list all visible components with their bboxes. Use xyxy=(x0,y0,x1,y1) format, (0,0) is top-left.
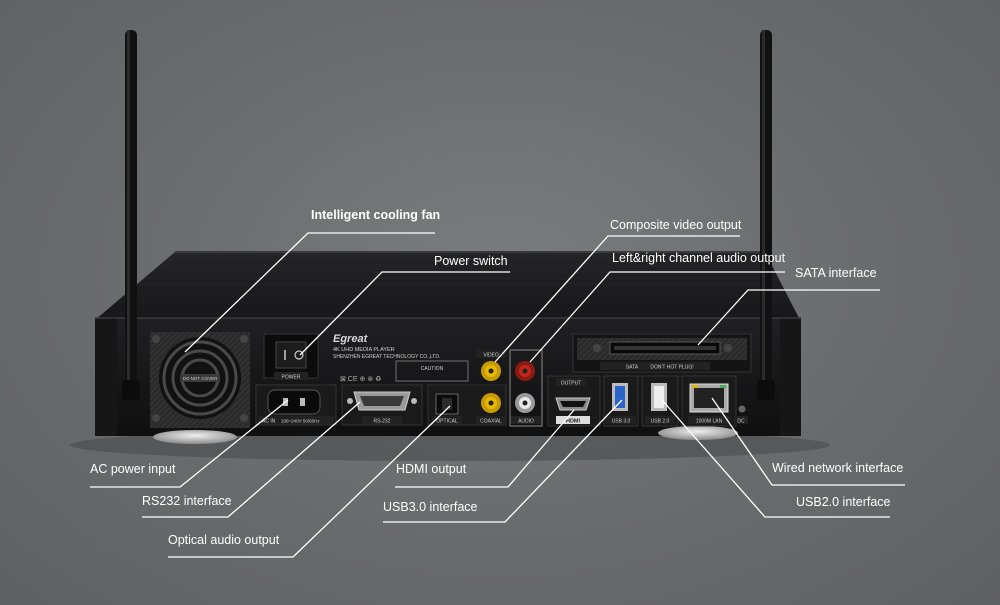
label-wired-network: Wired network interface xyxy=(772,461,904,475)
video-label: VIDEO xyxy=(483,353,499,359)
ac-in-label: AC IN xyxy=(262,419,276,425)
hdmi-port: OUTPUT HDMI xyxy=(547,375,601,427)
leader-cooling-fan xyxy=(184,232,435,353)
power-switch: POWER xyxy=(263,333,319,381)
lan-port: 1000M LAN xyxy=(681,375,737,427)
brand-name: Egreat xyxy=(333,333,369,345)
label-lr-audio: Left&right channel audio output xyxy=(612,251,786,265)
svg-text:⊠ CE ⊕ ⊛ ♻: ⊠ CE ⊕ ⊛ ♻ xyxy=(340,376,381,383)
leader-optical xyxy=(168,405,451,558)
audio-label: AUDIO xyxy=(518,419,534,425)
label-optical-audio: Optical audio output xyxy=(168,533,280,547)
leader-rs232 xyxy=(142,401,361,518)
leader-hdmi xyxy=(395,409,575,488)
leader-lines xyxy=(90,232,905,558)
leader-usb20 xyxy=(661,399,890,518)
antenna-left xyxy=(122,30,140,400)
leader-sata xyxy=(697,289,880,346)
leader-power-switch xyxy=(299,271,510,356)
voltage-label: 100~240V 50/60Hz xyxy=(281,419,320,424)
ac-power-input: AC IN 100~240V 50/60Hz xyxy=(255,384,337,426)
caution-label: CAUTION xyxy=(421,366,444,372)
usb20-port: USB 2.0 xyxy=(641,375,679,427)
antenna-right xyxy=(757,30,775,400)
maker-name: SHENZHEN EGREAT TECHNOLOGY CO.,LTD. xyxy=(333,354,440,360)
sata-label: SATA xyxy=(626,365,639,371)
sata-port: SATA DON'T HOT PLUG! xyxy=(572,333,752,373)
leader-usb30 xyxy=(383,399,623,523)
label-sata: SATA interface xyxy=(795,266,877,280)
rs232-label: RS-232 xyxy=(374,419,391,425)
hdmi-label: HDMI xyxy=(566,419,581,425)
leader-wired-network xyxy=(711,397,905,486)
fan-note: DO NOT COVER xyxy=(183,376,218,381)
optical-coaxial-ports: OPTICAL COAXIAL xyxy=(427,384,507,426)
power-label: POWER xyxy=(282,375,301,381)
label-usb20: USB2.0 interface xyxy=(796,495,891,509)
label-rs232: RS232 interface xyxy=(142,494,232,508)
label-composite-video: Composite video output xyxy=(610,218,742,232)
leader-lr-audio xyxy=(529,271,785,363)
branding: Egreat 4K UHD MEDIA PLAYER SHENZHEN EGRE… xyxy=(333,333,469,383)
usb30-label: USB 3.0 xyxy=(612,419,631,425)
label-power-switch: Power switch xyxy=(434,254,508,268)
optical-label: OPTICAL xyxy=(436,419,458,425)
usb20-label: USB 2.0 xyxy=(651,419,670,425)
rs232-port: RS-232 xyxy=(341,384,423,426)
dc-label: DC xyxy=(737,419,745,425)
label-cooling-fan: Intelligent cooling fan xyxy=(311,208,441,222)
label-usb30: USB3.0 interface xyxy=(383,500,478,514)
sata-note: DON'T HOT PLUG! xyxy=(650,365,693,371)
dc-jack: DC xyxy=(734,405,748,425)
usb30-port: USB 3.0 xyxy=(603,375,639,427)
feet xyxy=(153,426,738,444)
lan-label: 1000M LAN xyxy=(696,419,723,425)
label-hdmi: HDMI output xyxy=(396,462,467,476)
cooling-fan: DO NOT COVER xyxy=(150,332,250,428)
leader-composite-video xyxy=(494,235,740,363)
output-label: OUTPUT xyxy=(561,381,582,387)
coaxial-label: COAXIAL xyxy=(480,419,502,425)
rca-ports: VIDEO AUDIO xyxy=(476,349,543,427)
label-ac-power: AC power input xyxy=(90,462,176,476)
model-name: 4K UHD MEDIA PLAYER xyxy=(333,347,395,353)
leader-ac-power xyxy=(90,399,289,488)
